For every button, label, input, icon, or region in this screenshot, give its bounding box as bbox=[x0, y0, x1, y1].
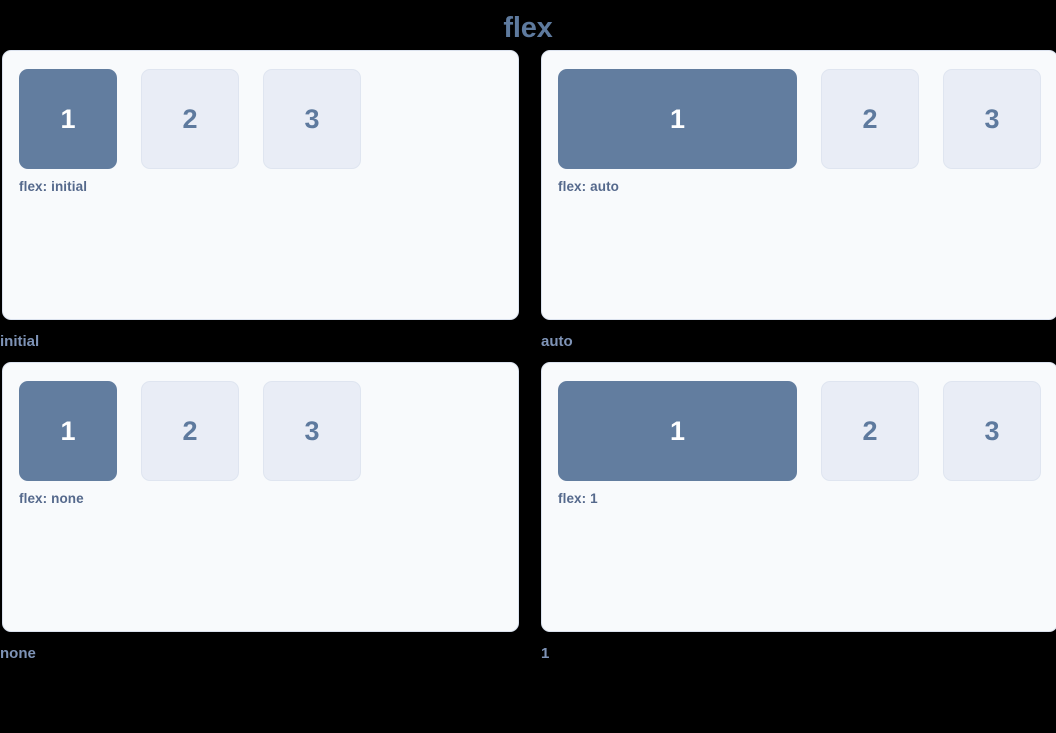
flex-item-3: 3 bbox=[263, 381, 361, 481]
flex-item-2: 2 bbox=[821, 69, 919, 169]
flex-container-one: 1 2 3 bbox=[558, 381, 1041, 481]
flex-item-label: 3 bbox=[304, 415, 320, 446]
page-title: flex bbox=[503, 11, 553, 44]
property-label: flex: initial bbox=[19, 179, 88, 194]
demo-card-auto: 1 2 3 flex: auto bbox=[541, 50, 1056, 320]
flex-item-2: 2 bbox=[141, 381, 239, 481]
flex-item-label: 3 bbox=[984, 103, 1000, 134]
flex-item-label: 2 bbox=[182, 415, 198, 446]
flex-item-2: 2 bbox=[821, 381, 919, 481]
demo-cell-one: 1 2 3 flex: 1 1 bbox=[541, 362, 1056, 674]
demo-cell-initial: 1 2 3 flex: initial initial bbox=[0, 50, 519, 362]
flex-item-label: 2 bbox=[862, 103, 878, 134]
flex-item-label: 1 bbox=[60, 415, 76, 446]
flex-item-1: 1 bbox=[19, 69, 117, 169]
demo-grid: 1 2 3 flex: initial initial 1 2 bbox=[0, 50, 1056, 674]
demo-card-initial: 1 2 3 flex: initial bbox=[2, 50, 519, 320]
demo-caption: none bbox=[0, 644, 36, 662]
flex-item-label: 1 bbox=[669, 103, 686, 134]
flex-item-1: 1 bbox=[558, 381, 797, 481]
flex-item-label: 2 bbox=[862, 415, 878, 446]
flex-item-label: 2 bbox=[182, 103, 198, 134]
demo-cell-none: 1 2 3 flex: none none bbox=[0, 362, 519, 674]
flex-item-label: 1 bbox=[60, 103, 76, 134]
demo-caption: initial bbox=[0, 332, 40, 350]
flex-item-1: 1 bbox=[558, 69, 797, 169]
flex-item-2: 2 bbox=[141, 69, 239, 169]
demo-caption: auto bbox=[541, 332, 573, 350]
demo-card-one: 1 2 3 flex: 1 bbox=[541, 362, 1056, 632]
demo-caption: 1 bbox=[541, 644, 550, 662]
property-label: flex: none bbox=[19, 491, 84, 506]
flex-item-3: 3 bbox=[263, 69, 361, 169]
demo-card-none: 1 2 3 flex: none bbox=[2, 362, 519, 632]
flex-item-label: 3 bbox=[304, 103, 320, 134]
flex-item-1: 1 bbox=[19, 381, 117, 481]
flex-item-3: 3 bbox=[943, 381, 1041, 481]
flex-container-auto: 1 2 3 bbox=[558, 69, 1041, 169]
property-label: flex: auto bbox=[558, 179, 620, 194]
flex-item-label: 3 bbox=[984, 415, 1000, 446]
demo-cell-auto: 1 2 3 flex: auto auto bbox=[541, 50, 1056, 362]
flex-container-none: 1 2 3 bbox=[19, 381, 502, 481]
flex-item-label: 1 bbox=[669, 415, 686, 446]
flex-item-3: 3 bbox=[943, 69, 1041, 169]
property-label: flex: 1 bbox=[558, 491, 598, 506]
flex-container-initial: 1 2 3 bbox=[19, 69, 502, 169]
